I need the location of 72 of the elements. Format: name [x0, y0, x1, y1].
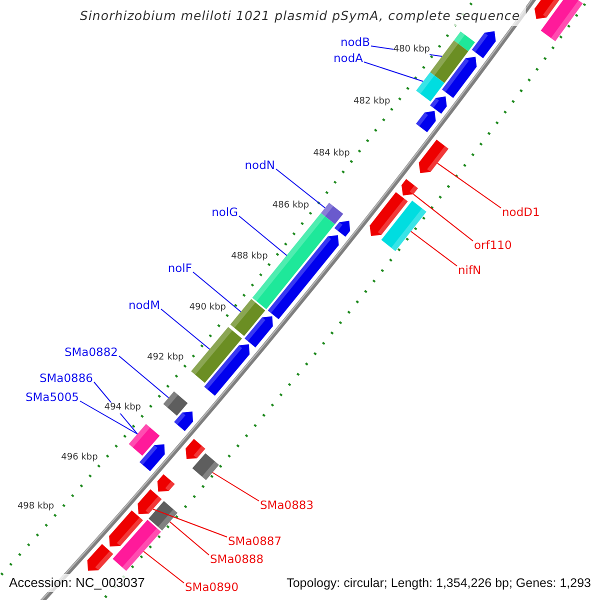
gene-label: SMa0883	[260, 498, 314, 512]
gene-label: nolF	[168, 261, 192, 275]
gene-block	[268, 235, 339, 320]
gene-block	[416, 110, 436, 132]
leader-line	[143, 550, 184, 584]
scale-label: 480 kbp	[393, 44, 430, 56]
gene-bar	[192, 453, 219, 480]
gene-bar	[540, 0, 583, 42]
gene-block	[472, 31, 496, 58]
gene-bar	[128, 424, 160, 456]
gene-block	[157, 474, 175, 492]
gene-label: SMa0886	[39, 371, 93, 385]
leader-line	[169, 521, 210, 556]
gene-bar	[454, 32, 475, 52]
gene-block	[244, 316, 273, 348]
scale-label: 498 kbp	[17, 501, 54, 512]
scale-label: 492 kbp	[147, 352, 184, 364]
leader-line	[160, 308, 210, 350]
gene-bar	[112, 520, 161, 571]
gene-bar	[191, 327, 242, 383]
gene-label: nodA	[334, 51, 363, 65]
gene-block	[402, 179, 418, 196]
gene-label: nifN	[458, 263, 482, 277]
gene-label: SMa0888	[210, 552, 264, 566]
gene-label: nodN	[244, 158, 275, 172]
scale-label: 496 kbp	[61, 452, 98, 464]
gene-bar	[148, 501, 178, 530]
leader-line	[212, 472, 260, 502]
gene-label: nolG	[212, 205, 238, 219]
gene-label: SMa0890	[185, 580, 239, 594]
gene-label: SMa0887	[228, 534, 282, 548]
leader-line	[152, 508, 228, 538]
gene-block	[418, 140, 448, 174]
gene-block	[430, 96, 447, 114]
leader-line	[192, 272, 242, 312]
scale-label: 490 kbp	[189, 302, 226, 314]
gene-bar	[252, 213, 335, 310]
leader-line	[238, 216, 288, 256]
gene-label: SMa0882	[64, 345, 118, 359]
gene-bar	[430, 40, 468, 83]
scale-label: 494 kbp	[104, 402, 142, 414]
leader-line	[412, 194, 474, 242]
scale-label: 482 kbp	[354, 96, 390, 108]
leader-line	[436, 162, 502, 208]
leader-line	[410, 230, 458, 266]
gene-block	[442, 56, 477, 98]
gene-label: nodM	[128, 298, 160, 312]
gene-block	[186, 438, 206, 459]
gene-bar	[320, 202, 344, 224]
gene-block	[174, 412, 193, 432]
gene-bar	[416, 72, 444, 102]
gene-block	[334, 220, 350, 237]
leader-line	[276, 168, 326, 208]
scale-label: 484 kbp	[313, 148, 350, 160]
gene-label: orf110	[474, 238, 512, 252]
gene-block	[109, 510, 143, 546]
gene-label: SMa5005	[25, 390, 79, 404]
gene-block	[87, 544, 114, 571]
gene-block	[204, 344, 250, 396]
scale-label: 488 kbp	[231, 252, 268, 263]
leader-line	[364, 62, 424, 82]
gene-bar	[381, 200, 426, 252]
gene-label: nodD1	[502, 205, 540, 219]
gene-block	[534, 0, 562, 19]
gene-bar	[163, 391, 188, 416]
gene-block	[138, 489, 162, 514]
gene-block	[370, 192, 408, 236]
leader-line	[80, 400, 138, 434]
gene-label: nodB	[340, 35, 370, 49]
gene-bar	[230, 299, 266, 336]
gene-block	[140, 444, 165, 472]
scale-label: 486 kbp	[272, 200, 310, 212]
